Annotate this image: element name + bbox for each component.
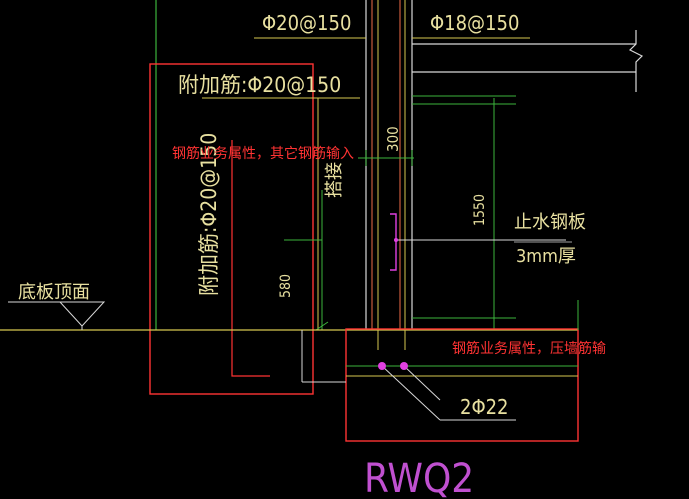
dimension-1550-label: 1550 <box>472 194 488 226</box>
element-id-label: RWQ2 <box>364 456 474 499</box>
note-other-rebar: 钢筋业务属性，其它钢筋输入 <box>172 145 354 162</box>
additional-bar-geometry <box>202 97 360 377</box>
top-right-rebar-label: Φ18@150 <box>430 11 519 35</box>
additional-bar-vertical-label: 附加筋:Φ20@150 <box>197 133 221 296</box>
top-left-rebar-label: Φ20@150 <box>262 11 351 35</box>
dimension-300 <box>358 150 414 166</box>
additional-bar-highlight-box <box>149 63 314 395</box>
dimension-300-label: 300 <box>384 126 402 152</box>
rebar-dot-right <box>400 362 408 370</box>
bottom-rebar-label: 2Φ22 <box>460 395 509 419</box>
waterstop-plate <box>390 213 572 271</box>
waterstop-line1: 止水钢板 <box>514 212 586 233</box>
floor-top-marker <box>0 301 578 331</box>
additional-bar-horizontal-label: 附加筋:Φ20@150 <box>178 73 341 97</box>
foundation-beam-geometry <box>301 300 579 421</box>
floor-top-label: 底板顶面 <box>18 282 90 303</box>
pressure-rebar-highlight-box <box>345 328 579 442</box>
lap-label: 搭接 <box>324 162 345 198</box>
dimension-580-label: 580 <box>278 274 294 298</box>
rebar-dot-left <box>378 362 386 370</box>
waterstop-line2: 3mm厚 <box>516 246 576 267</box>
dimension-1550 <box>412 98 516 330</box>
top-slab-lines <box>254 30 644 97</box>
note-pressure-rebar: 钢筋业务属性，压墙筋输 <box>452 340 606 357</box>
